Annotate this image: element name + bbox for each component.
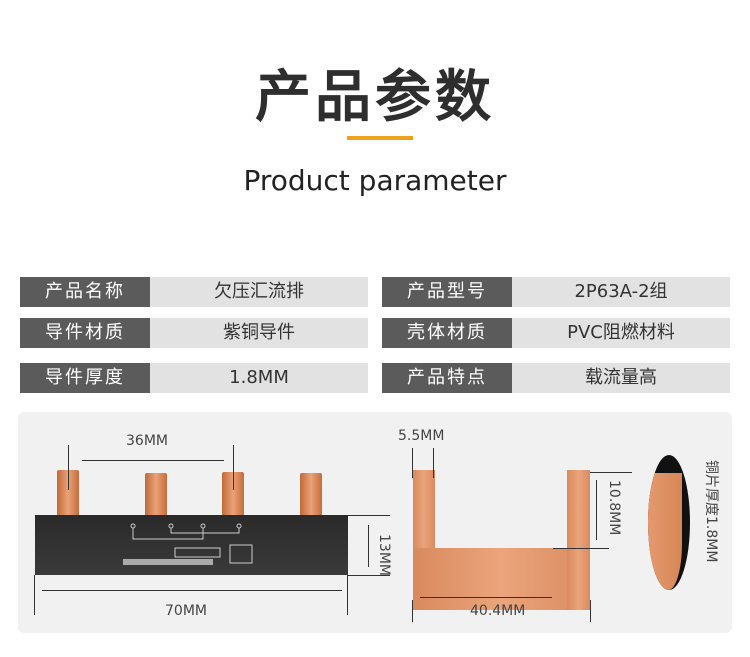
busbar-pin	[300, 473, 322, 520]
spec-value: 紫铜导件	[150, 318, 368, 348]
dim-line	[348, 575, 390, 576]
page-title: 产品参数	[255, 65, 495, 130]
dim-line	[553, 548, 609, 549]
title-accent-bar	[347, 136, 413, 140]
spec-label: 产品名称	[20, 277, 150, 307]
dim-line	[348, 515, 390, 516]
dim-line	[433, 448, 434, 478]
dim-pin-width: 5.5MM	[398, 428, 445, 444]
busbar-pin	[57, 470, 79, 520]
spec-label: 产品型号	[382, 277, 512, 307]
dim-line	[347, 575, 348, 615]
dim-pitch: 36MM	[126, 433, 168, 449]
dim-line	[590, 472, 632, 473]
dim-line	[233, 445, 234, 490]
dim-line	[82, 460, 224, 461]
spec-value: 2P63A-2组	[512, 277, 730, 307]
dim-line	[42, 590, 342, 591]
busbar-body	[35, 515, 348, 575]
dim-line	[68, 445, 69, 490]
dim-width: 40.4MM	[470, 603, 526, 619]
spec-label: 导件厚度	[20, 363, 150, 393]
dim-line	[412, 448, 413, 478]
dim-height: 13MM	[376, 534, 392, 576]
spec-label: 产品特点	[382, 363, 512, 393]
cross-section-image	[648, 455, 690, 590]
spec-value: PVC阻燃材料	[512, 318, 730, 348]
u-base	[413, 548, 590, 610]
dim-length: 70MM	[165, 603, 207, 619]
spec-value: 1.8MM	[150, 363, 368, 393]
page-subtitle: Product parameter	[243, 164, 507, 197]
spec-value: 欠压汇流排	[150, 277, 368, 307]
dim-line	[420, 597, 552, 598]
dim-thickness: 铜片厚度1.8MM	[703, 460, 719, 563]
spec-value: 载流量高	[512, 363, 730, 393]
dim-line	[590, 600, 591, 622]
u-right-arm	[567, 470, 590, 610]
dim-line	[596, 480, 597, 540]
spec-label: 导件材质	[20, 318, 150, 348]
busbar-pin	[145, 473, 167, 520]
dim-line	[412, 600, 413, 622]
dim-pin-height: 10.8MM	[606, 480, 622, 536]
busbar-pin	[222, 472, 244, 520]
dim-line	[34, 575, 35, 615]
spec-label: 壳体材质	[382, 318, 512, 348]
wiring-symbol-icon	[123, 523, 253, 565]
dim-line	[368, 525, 369, 567]
